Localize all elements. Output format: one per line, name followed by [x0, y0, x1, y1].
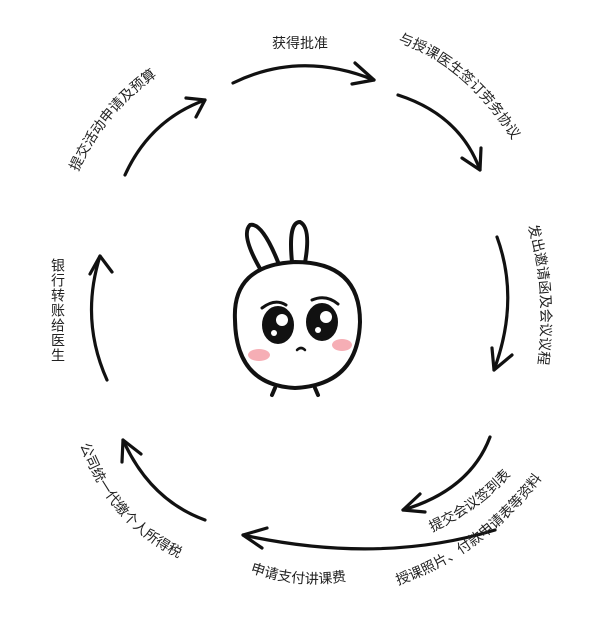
step-label-photos-payment-docs: 授课照片、付款申请表等资料 [394, 471, 545, 589]
bunny-illustration [232, 219, 363, 397]
arrow-1 [123, 96, 207, 177]
arrow-7 [120, 438, 207, 522]
arrow-6 [241, 526, 497, 551]
arrow-2 [231, 61, 376, 86]
step-label-sign-agreement: 与授课医生签订劳务协议 [397, 31, 523, 143]
step-label-send-invitation: 发出邀请函及会议议程 [524, 223, 553, 366]
step-label-request-fee: 申请支付讲课费 [249, 561, 347, 588]
step-label-submit-application: 提交活动申请及预算 [67, 66, 159, 173]
step-label-approval: 获得批准 [272, 35, 328, 52]
arrow-4 [490, 235, 514, 372]
arrow-3 [396, 93, 483, 172]
arrow-5 [401, 435, 492, 514]
step-label-bank-transfer: 银行转账给医生 [49, 258, 65, 363]
arrow-8 [88, 254, 114, 382]
